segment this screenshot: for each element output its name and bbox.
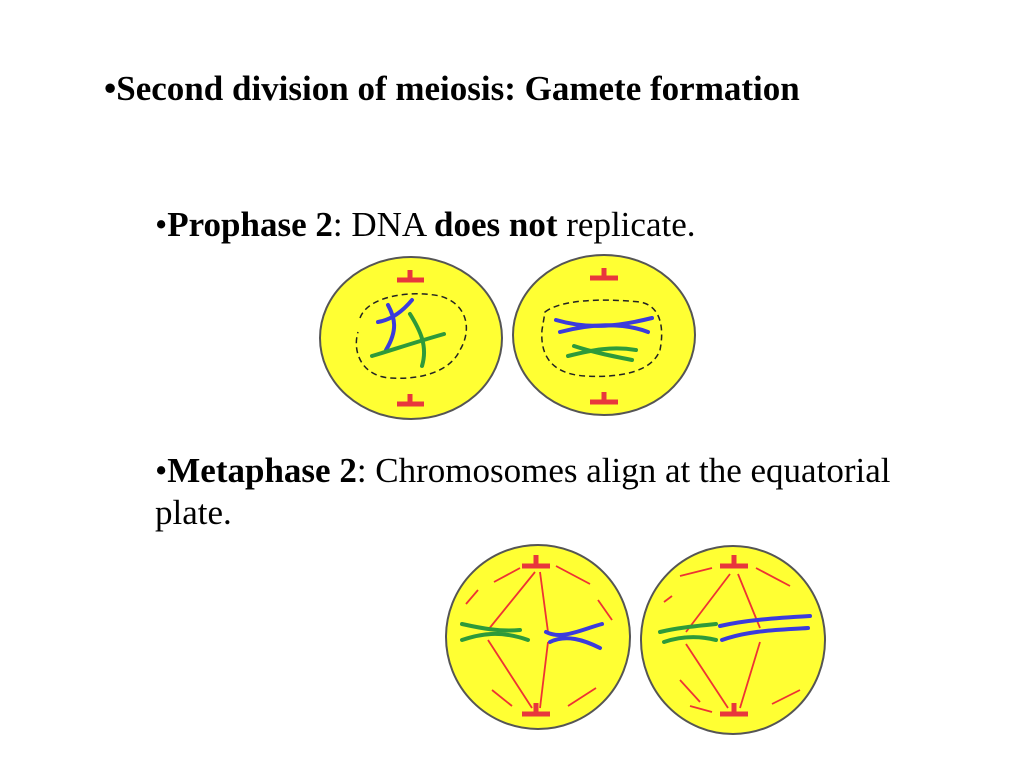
- title-bullet: •: [104, 69, 117, 108]
- chromosome-green: [408, 312, 427, 368]
- metaphase-cell-right: [640, 545, 826, 735]
- centrosome: [590, 268, 618, 281]
- cell-body: [445, 544, 631, 730]
- chromosome-blue: [544, 622, 604, 637]
- centrosome: [522, 555, 550, 569]
- prophase-bullet-point: •Prophase 2: DNA does not replicate.: [155, 204, 955, 246]
- metaphase-cell-left: [445, 544, 631, 730]
- chromosome-blue: [558, 323, 650, 334]
- chromosome-green: [566, 346, 638, 358]
- centrosome: [397, 394, 424, 407]
- nuclear-envelope: [355, 293, 468, 380]
- chromosome-green: [572, 344, 634, 362]
- prophase-rest: replicate.: [557, 205, 696, 244]
- chromosome-green: [662, 635, 718, 644]
- nuclear-envelope: [541, 299, 663, 378]
- chromosome-green: [460, 622, 522, 633]
- title-text: Second division of meiosis: Gamete forma…: [116, 69, 800, 108]
- spindle-fibers: [465, 565, 613, 709]
- chromosome-blue: [376, 298, 414, 324]
- chromosome-green: [370, 332, 446, 358]
- centrosome: [590, 392, 618, 405]
- chromosome-blue: [548, 636, 602, 650]
- chromosome-green: [658, 622, 718, 634]
- centrosome: [522, 703, 550, 717]
- cell-body: [512, 254, 696, 416]
- prophase-cell-right: [512, 254, 696, 416]
- prophase-sep: : DNA: [332, 205, 435, 244]
- centrosome: [720, 555, 748, 569]
- chromosome-blue: [384, 303, 397, 352]
- centrosome: [397, 270, 424, 283]
- metaphase-bullet-point: •Metaphase 2: Chromosomes align at the e…: [155, 450, 955, 534]
- chromosome-blue: [718, 614, 812, 628]
- spindle-fibers: [663, 567, 801, 713]
- cell-body: [319, 256, 503, 420]
- slide-title: •Second division of meiosis: Gamete form…: [104, 68, 864, 110]
- prophase-emphasis: does not: [434, 205, 558, 244]
- chromosome-blue: [720, 626, 810, 642]
- centrosome: [720, 703, 748, 717]
- prophase-term: Prophase 2: [167, 205, 333, 244]
- prophase-bullet: •: [155, 205, 168, 244]
- metaphase-bullet: •: [155, 451, 168, 490]
- chromosome-green: [460, 631, 530, 642]
- prophase-cell-left: [319, 256, 503, 420]
- metaphase-term: Metaphase 2: [167, 451, 357, 490]
- metaphase-rest: : Chromosomes align at the equatorial pl…: [155, 451, 891, 532]
